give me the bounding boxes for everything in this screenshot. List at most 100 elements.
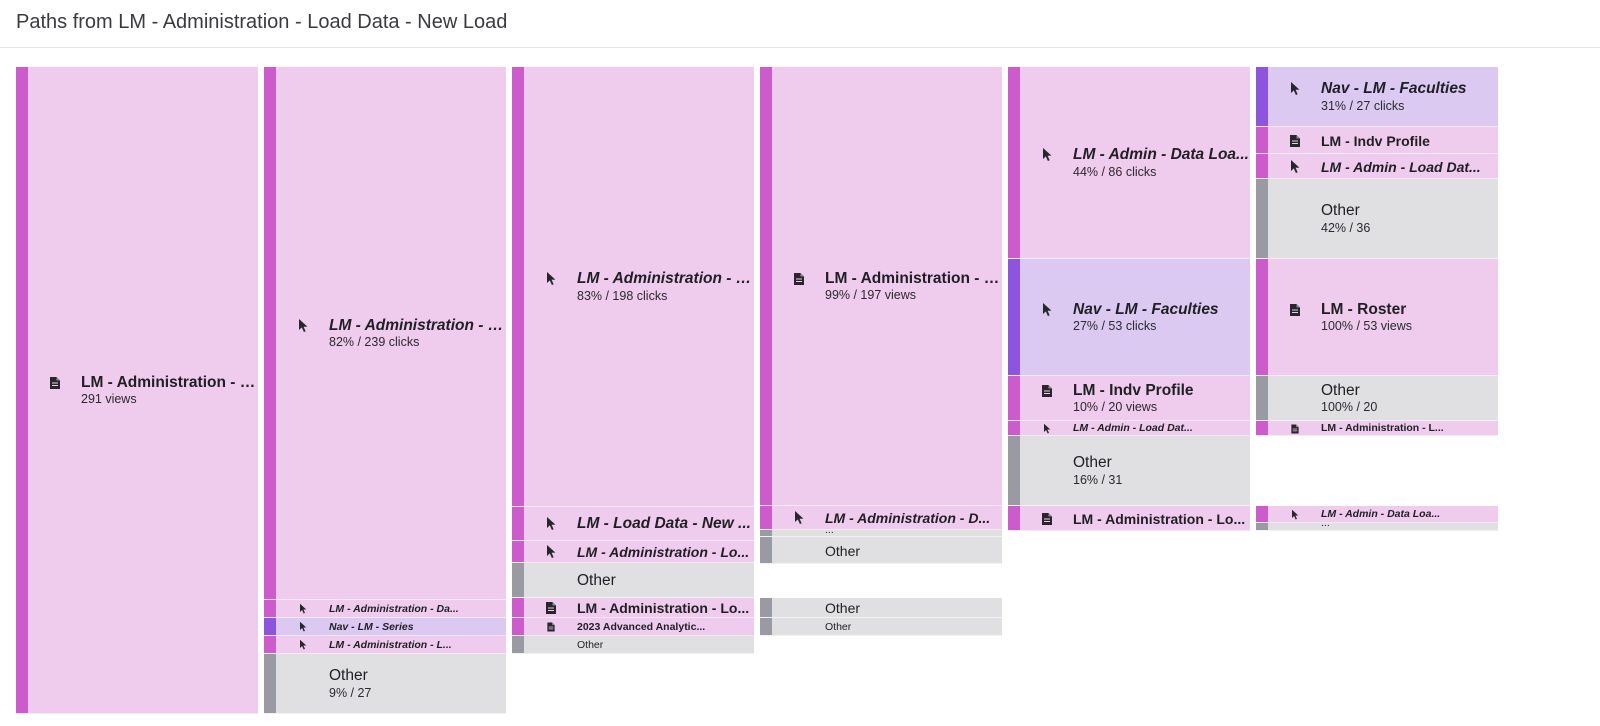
node-stat: 10% / 20 views (1073, 400, 1158, 414)
node-label: LM - Administration - Lo... (577, 600, 750, 616)
cursor-icon (1288, 159, 1302, 174)
path-node-lm-administration-lo[interactable]: LM - Administration - Lo... (512, 541, 754, 563)
node-color-bar (760, 598, 772, 617)
path-node-other[interactable]: Other (760, 537, 1002, 564)
node-label: Other (825, 600, 861, 616)
cursor-icon (1288, 82, 1302, 96)
path-node-node[interactable]: ... (1256, 523, 1498, 531)
document-icon (1288, 134, 1302, 148)
node-stat: 100% / 53 views (1321, 319, 1413, 333)
node-color-bar (512, 636, 524, 653)
node-label: LM - Indv Profile (1073, 381, 1194, 399)
cursor-icon (298, 621, 309, 633)
node-label: LM - Admin - Data Loa... (1321, 508, 1441, 521)
path-node-lm-administration-d[interactable]: LM - Administration - D... (760, 506, 1002, 530)
node-label: LM - Admin - Data Loa... (1073, 146, 1249, 163)
path-node-other[interactable]: Other (760, 618, 1002, 636)
node-label: LM - Administration - L... (1321, 422, 1444, 435)
node-label: Other (329, 667, 368, 684)
document-icon (792, 272, 806, 286)
cursor-icon (1040, 148, 1054, 162)
document-icon (1040, 384, 1054, 398)
path-node-node[interactable]: ... (760, 530, 1002, 537)
node-stat: 16% / 31 (1073, 472, 1123, 487)
path-node-other[interactable]: Other (512, 636, 754, 654)
path-node-lm-indv-profile[interactable]: LM - Indv Profile (1256, 127, 1498, 154)
node-color-bar (760, 530, 772, 536)
node-color-bar (512, 67, 524, 506)
node-color-bar (760, 67, 772, 505)
node-color-bar (1256, 376, 1268, 420)
node-label: LM - Roster (1321, 300, 1407, 318)
node-label: Other (1321, 381, 1360, 399)
path-node-lm-administration-l[interactable]: LM - Administration - L...291 views (16, 67, 258, 714)
path-node-lm-administration-lo[interactable]: LM - Administration - Lo...99% / 197 vie… (760, 67, 1002, 506)
node-label: LM - Indv Profile (1321, 132, 1430, 149)
node-color-bar (264, 636, 276, 653)
node-stat: 27% / 53 clicks (1073, 319, 1157, 333)
document-icon (546, 622, 557, 633)
node-label: ... (825, 530, 834, 536)
cursor-icon (298, 603, 309, 615)
path-node-lm-administration-lo[interactable]: LM - Administration - Lo... (1008, 506, 1250, 531)
node-color-bar (1008, 421, 1020, 435)
page-title: Paths from LM - Administration - Load Da… (16, 11, 508, 33)
node-color-bar (264, 654, 276, 713)
node-color-bar (1256, 523, 1268, 530)
node-stat: 100% / 20 (1321, 400, 1378, 414)
node-color-bar (1256, 506, 1268, 522)
node-color-bar (512, 563, 524, 597)
path-node-other[interactable]: Other (760, 598, 1002, 618)
node-label: LM - Administration - L... (329, 638, 452, 651)
path-node-2023-advanced-analytic[interactable]: 2023 Advanced Analytic... (512, 618, 754, 636)
path-node-lm-admin-load-dat[interactable]: LM - Admin - Load Dat... (1256, 154, 1498, 179)
node-color-bar (1008, 436, 1020, 505)
path-node-lm-administration-d[interactable]: LM - Administration - D...83% / 198 clic… (512, 67, 754, 507)
node-color-bar (264, 618, 276, 635)
path-node-other[interactable]: Other (512, 563, 754, 598)
node-color-bar (512, 507, 524, 540)
path-node-lm-administration-l[interactable]: LM - Administration - L...82% / 239 clic… (264, 67, 506, 600)
path-node-lm-administration-l[interactable]: LM - Administration - L... (1256, 421, 1498, 436)
path-node-lm-administration-lo[interactable]: LM - Administration - Lo... (512, 598, 754, 618)
node-label: LM - Admin - Load Dat... (1321, 158, 1481, 175)
node-stat: 291 views (81, 392, 137, 406)
node-stat: 44% / 86 clicks (1073, 164, 1157, 179)
path-node-lm-admin-data-loa[interactable]: LM - Admin - Data Loa... (1256, 506, 1498, 523)
cursor-icon (792, 511, 806, 525)
cursor-icon (298, 639, 309, 651)
node-color-bar (1256, 154, 1268, 178)
node-color-bar (760, 506, 772, 529)
node-color-bar (264, 600, 276, 617)
path-node-lm-admin-load-dat[interactable]: LM - Admin - Load Dat... (1008, 421, 1250, 436)
node-label: Nav - LM - Series (329, 620, 414, 633)
node-color-bar (1256, 421, 1268, 435)
node-color-bar (1256, 179, 1268, 258)
path-node-lm-administration-l[interactable]: LM - Administration - L... (264, 636, 506, 654)
cursor-icon (1040, 302, 1054, 317)
node-stat: 9% / 27 (329, 685, 372, 700)
node-color-bar (1008, 259, 1020, 375)
node-color-bar (1256, 259, 1268, 375)
node-stat: 99% / 197 views (825, 288, 917, 302)
node-label: Other (577, 638, 604, 651)
path-node-nav-lm-series[interactable]: Nav - LM - Series (264, 618, 506, 636)
node-label: LM - Administration - Lo... (1073, 510, 1246, 527)
path-node-lm-admin-data-loa[interactable]: LM - Admin - Data Loa...44% / 86 clicks (1008, 67, 1250, 259)
path-node-lm-load-data-new[interactable]: LM - Load Data - New ... (512, 507, 754, 541)
document-icon (48, 376, 62, 390)
node-label: ... (1321, 523, 1330, 529)
path-node-lm-administration-da[interactable]: LM - Administration - Da... (264, 600, 506, 618)
node-label: LM - Administration - Da... (329, 602, 459, 615)
cursor-icon (1290, 509, 1301, 520)
node-label: Other (1073, 454, 1112, 471)
